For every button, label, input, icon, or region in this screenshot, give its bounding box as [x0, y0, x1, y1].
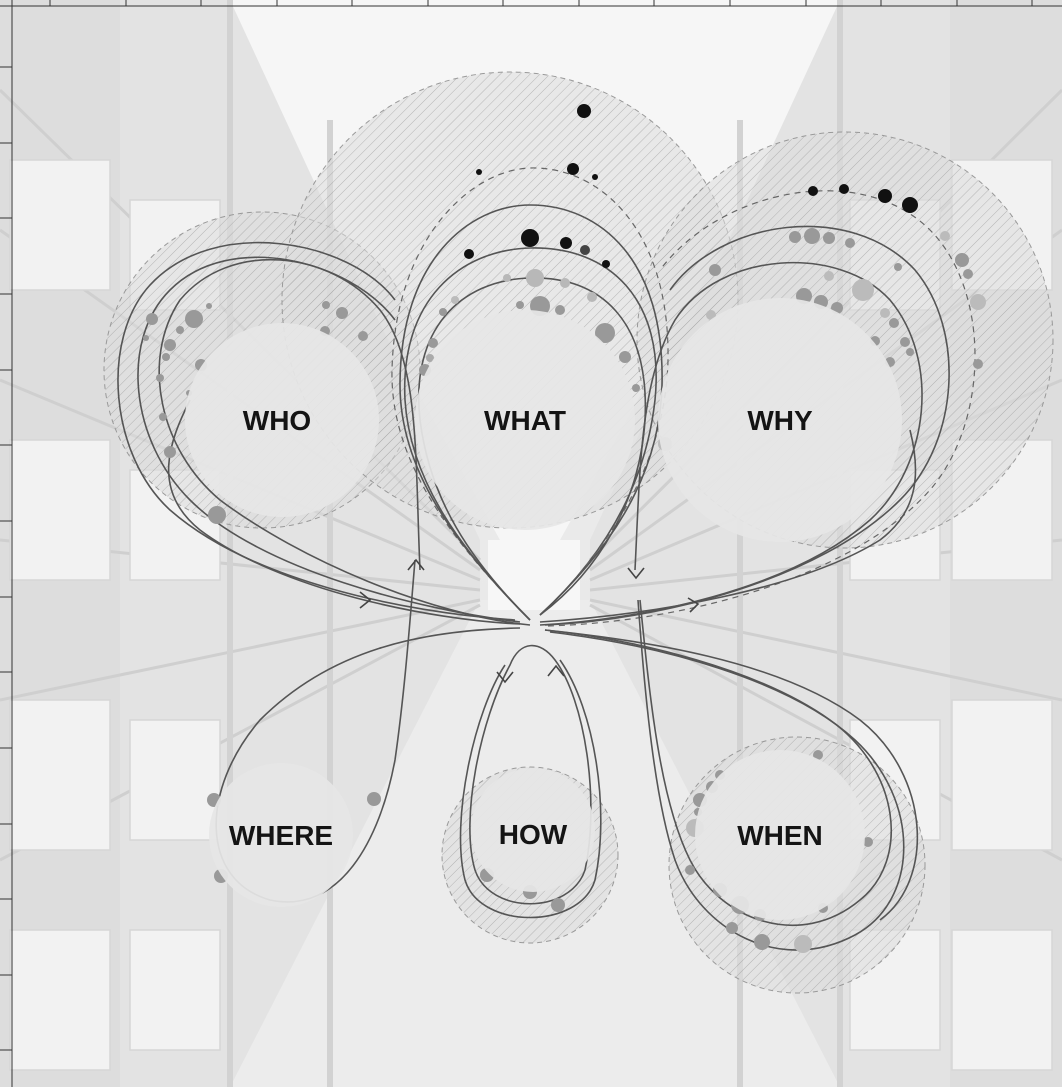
node-how-label: HOW [499, 819, 568, 850]
node-why: WHY [658, 298, 902, 542]
node-what-label: WHAT [484, 405, 566, 436]
node-when-label: WHEN [737, 820, 823, 851]
node-where: WHERE [209, 763, 353, 907]
node-who-label: WHO [243, 405, 311, 436]
node-who: WHO [185, 323, 379, 517]
node-why-label: WHY [747, 405, 813, 436]
node-how: HOW [471, 768, 595, 892]
node-where-label: WHERE [229, 820, 333, 851]
node-when: WHEN [695, 750, 865, 920]
node-what: WHAT [415, 310, 635, 530]
